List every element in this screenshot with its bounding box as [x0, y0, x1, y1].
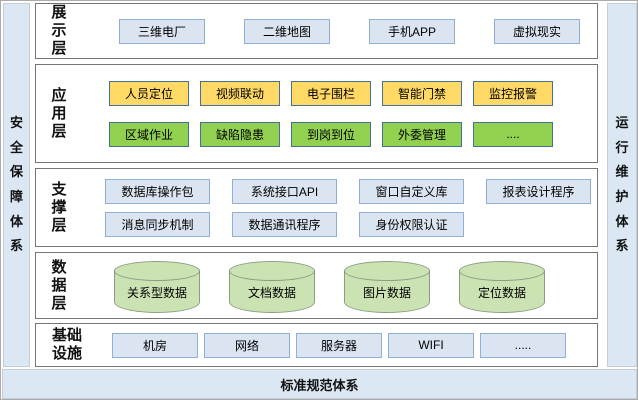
support-box: 消息同步机制	[105, 211, 210, 237]
security-assurance-bar: 安全保障体系	[3, 3, 30, 367]
data-cylinder: 图片数据	[344, 260, 430, 313]
support-box: 数据通讯程序	[232, 211, 337, 237]
support-rows: 数据库操作包 系统接口API 窗口自定义库 报表设计程序 消息同步机制 数据通讯…	[69, 169, 597, 246]
infrastructure-box: 服务器	[296, 332, 382, 358]
data-cylinder: 文档数据	[229, 260, 315, 313]
layer-support: 支撑层 数据库操作包 系统接口API 窗口自定义库 报表设计程序 消息同步机制 …	[35, 168, 598, 247]
application-box: 区域作业	[109, 121, 189, 147]
application-box: 监控报警	[473, 80, 553, 106]
standards-bar: 标准规范体系	[2, 369, 637, 399]
infrastructure-rows: 机房 网络 服务器 WIFI .....	[85, 324, 597, 366]
application-box: 缺陷隐患	[200, 121, 280, 147]
presentation-row: 三维电厂 二维地图 手机APP 虚拟现实	[119, 18, 597, 44]
data-rows: 关系型数据 文档数据 图片数据 定位数据	[69, 253, 597, 318]
application-box: 人员定位	[109, 80, 189, 106]
infrastructure-box: 网络	[204, 332, 290, 358]
application-box: 视频联动	[200, 80, 280, 106]
application-box: 智能门禁	[382, 80, 462, 106]
infrastructure-box: .....	[480, 332, 566, 358]
application-rows: 人员定位 视频联动 电子围栏 智能门禁 监控报警 区域作业 缺陷隐患 到岗到位 …	[69, 65, 597, 162]
support-box: 系统接口API	[232, 178, 337, 204]
cylinder-label: 文档数据	[247, 285, 296, 300]
application-box: 电子围栏	[291, 80, 371, 106]
support-box: 窗口自定义库	[359, 178, 464, 204]
support-row-2: 消息同步机制 数据通讯程序 身份权限认证	[105, 211, 597, 237]
layer-presentation-label: 展示层	[51, 4, 67, 57]
presentation-box: 三维电厂	[119, 18, 205, 44]
application-row-yellow: 人员定位 视频联动 电子围栏 智能门禁 监控报警	[109, 80, 597, 106]
operation-maintenance-label: 运行维护体系	[615, 114, 629, 254]
support-row-1: 数据库操作包 系统接口API 窗口自定义库 报表设计程序	[105, 178, 597, 204]
data-row: 关系型数据 文档数据 图片数据 定位数据	[114, 259, 597, 313]
layer-application: 应用层 人员定位 视频联动 电子围栏 智能门禁 监控报警 区域作业 缺陷隐患 到…	[35, 64, 598, 163]
presentation-rows: 三维电厂 二维地图 手机APP 虚拟现实	[69, 4, 597, 58]
layer-infrastructure-label: 基础设施	[51, 327, 82, 362]
layer-support-label: 支撑层	[51, 180, 67, 234]
data-cylinder: 定位数据	[459, 260, 545, 313]
support-box: 数据库操作包	[105, 178, 210, 204]
cylinder-label: 关系型数据	[126, 285, 187, 300]
cylinder-label: 定位数据	[477, 285, 526, 300]
layer-infrastructure: 基础设施 机房 网络 服务器 WIFI .....	[35, 323, 598, 367]
layer-data: 数据层 关系型数据 文档数据 图片数据 定位数据	[35, 252, 598, 319]
infrastructure-box: WIFI	[388, 332, 474, 358]
infrastructure-box: 机房	[112, 332, 198, 358]
presentation-box: 虚拟现实	[494, 18, 580, 44]
application-box: 到岗到位	[291, 121, 371, 147]
support-box: 身份权限认证	[359, 211, 464, 237]
layer-application-label: 应用层	[51, 86, 67, 140]
infrastructure-row: 机房 网络 服务器 WIFI .....	[112, 332, 597, 358]
application-row-green: 区域作业 缺陷隐患 到岗到位 外委管理 ....	[109, 121, 597, 147]
cylinder-label: 图片数据	[362, 285, 411, 300]
application-box: 外委管理	[382, 121, 462, 147]
security-assurance-label: 安全保障体系	[9, 114, 23, 254]
data-cylinder: 关系型数据	[114, 260, 200, 313]
application-box: ....	[473, 121, 553, 147]
standards-label: 标准规范体系	[280, 377, 359, 393]
presentation-box: 二维地图	[244, 18, 330, 44]
support-box: 报表设计程序	[486, 178, 591, 204]
operation-maintenance-bar: 运行维护体系	[607, 3, 637, 367]
layer-data-label: 数据层	[51, 258, 67, 312]
presentation-box: 手机APP	[369, 18, 455, 44]
layer-presentation: 展示层 三维电厂 二维地图 手机APP 虚拟现实	[35, 3, 598, 59]
